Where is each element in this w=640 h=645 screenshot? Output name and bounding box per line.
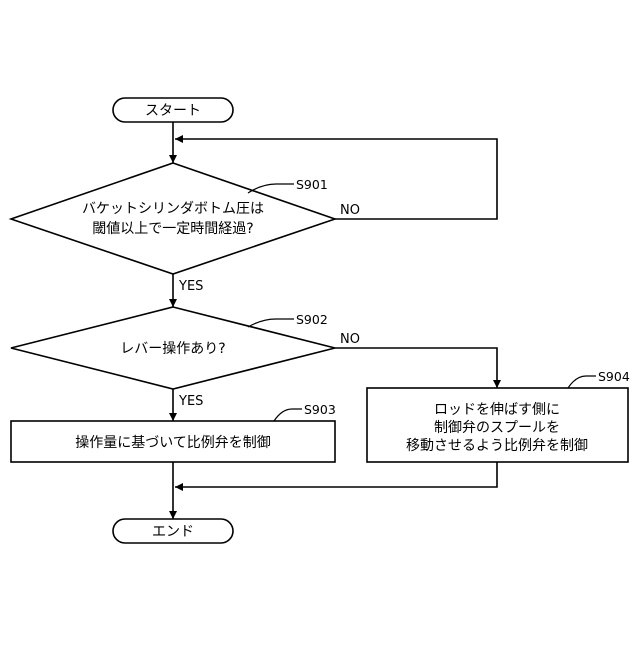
s902-no-label: NO [340,332,360,347]
s901-step-id: S901 [296,177,328,192]
s903-step-id: S903 [304,402,336,417]
s902-step-id: S902 [296,312,328,327]
s901-text-line1: バケットシリンダボトム圧は [82,201,264,217]
s903-text: 操作量に基づいて比例弁を制御 [75,434,271,451]
s901-text-line2: 閾値以上で一定時間経過? [92,221,253,237]
s904-text-line1: ロッドを伸ばす側に [434,402,560,418]
s902-no-path [335,348,497,388]
s902-leader [248,319,294,327]
end-terminal: エンド [113,519,233,543]
s904-leader [568,376,596,388]
end-label: エンド [152,524,194,540]
process-s903: 操作量に基づいて比例弁を制御 [11,421,335,462]
s901-yes-label: YES [178,279,203,294]
start-terminal: スタート [113,98,233,122]
s904-text-line3: 移動させるよう比例弁を制御 [406,438,588,454]
s903-leader [274,409,302,421]
process-s904: ロッドを伸ばす側に 制御弁のスプールを 移動させるよう比例弁を制御 [367,388,628,462]
start-label: スタート [145,103,201,119]
s904-step-id: S904 [598,369,630,384]
s901-no-label: NO [340,203,360,218]
s904-text-line2: 制御弁のスプールを [434,420,560,436]
s902-yes-label: YES [178,394,203,409]
s904-merge-path [175,462,497,487]
s902-text: レバー操作あり? [120,341,225,357]
decision-s901: バケットシリンダボトム圧は 閾値以上で一定時間経過? [11,163,335,274]
